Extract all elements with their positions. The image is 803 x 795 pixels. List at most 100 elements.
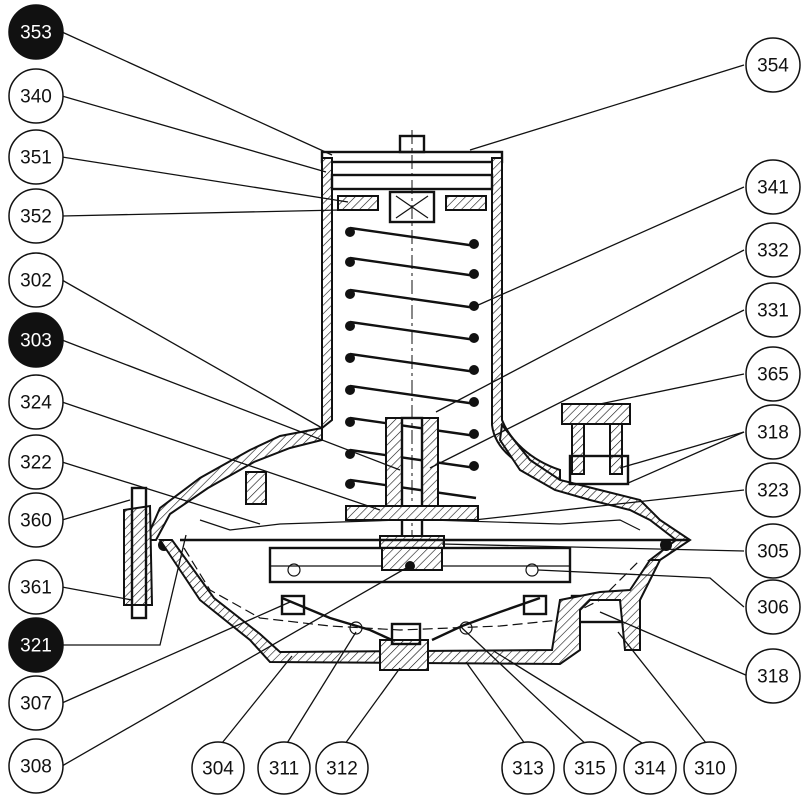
callout-331-label: 331: [757, 301, 789, 322]
leader-303: [61, 339, 401, 471]
callout-341-label: 341: [757, 178, 789, 199]
leader-354: [469, 64, 745, 151]
leader-324: [61, 401, 381, 511]
callout-312: 312: [315, 741, 369, 795]
callout-308: 308: [8, 738, 64, 794]
lower-body: [158, 539, 662, 671]
callout-361-label: 361: [20, 578, 52, 599]
callout-351-label: 351: [20, 148, 52, 169]
leader-318b: [599, 611, 749, 677]
leader-323: [473, 489, 745, 521]
callout-365: 365: [745, 346, 801, 402]
leader-360: [61, 499, 131, 521]
callout-315: 315: [563, 741, 617, 795]
callout-365-label: 365: [757, 365, 789, 386]
callout-324-label: 324: [20, 393, 52, 414]
leader-306: [537, 569, 745, 608]
upper-diaphragm-case: [123, 422, 692, 620]
leader-lines: [61, 31, 749, 767]
spring-housing: [320, 130, 561, 560]
callout-331: 331: [745, 282, 801, 338]
lever-linkage: [268, 546, 572, 642]
main-spring: [345, 226, 479, 500]
leader-314: [491, 649, 651, 749]
callouts: 353 340 351 352 302 303 324 322 360 361 …: [8, 4, 801, 795]
callout-304-label: 304: [202, 759, 234, 780]
callout-307-label: 307: [20, 694, 52, 715]
callout-310: 310: [683, 741, 737, 795]
callout-306: 306: [745, 579, 801, 635]
leader-331: [429, 309, 745, 469]
leader-351: [61, 156, 349, 203]
callout-305-label: 305: [757, 542, 789, 563]
callout-318-upper: 318: [745, 404, 801, 460]
callout-323: 323: [745, 462, 801, 518]
leader-341: [475, 186, 745, 307]
leader-308: [61, 566, 409, 767]
leader-302: [61, 279, 323, 429]
callout-312-label: 312: [326, 759, 358, 780]
callout-308-label: 308: [20, 757, 52, 778]
leader-311: [283, 631, 357, 749]
callout-313: 313: [501, 741, 555, 795]
leader-321: [62, 534, 187, 646]
leader-318a-2: [625, 431, 745, 485]
callout-323-label: 323: [757, 481, 789, 502]
callout-341: 341: [745, 159, 801, 215]
callout-313-label: 313: [512, 759, 544, 780]
callout-306-label: 306: [757, 598, 789, 619]
callout-360-label: 360: [20, 511, 52, 532]
callout-303: 303: [8, 312, 64, 368]
callout-360: 360: [8, 492, 64, 548]
callout-314: 314: [623, 741, 677, 795]
leader-307: [61, 601, 291, 704]
callout-340: 340: [8, 68, 64, 124]
callout-302-label: 302: [20, 271, 52, 292]
leader-312: [341, 667, 401, 749]
callout-307: 307: [8, 675, 64, 731]
callout-352-label: 352: [20, 207, 52, 228]
callout-322: 322: [8, 434, 64, 490]
callout-351: 351: [8, 129, 64, 185]
callout-304: 304: [191, 741, 245, 795]
callout-305: 305: [745, 523, 801, 579]
leader-332: [435, 249, 745, 413]
regulator-drawing: [123, 130, 692, 671]
callout-318-lower: 318: [745, 648, 801, 704]
callout-311: 311: [257, 741, 311, 795]
callout-318-lower-label: 318: [757, 667, 789, 688]
callout-354-label: 354: [757, 56, 789, 77]
leader-353: [61, 31, 333, 156]
callout-322-label: 322: [20, 453, 52, 474]
callout-310-label: 310: [694, 759, 726, 780]
leader-365: [599, 373, 745, 405]
callout-352: 352: [8, 188, 64, 244]
leader-304: [217, 655, 293, 749]
callout-311-label: 311: [269, 759, 299, 780]
callout-321: 321: [8, 617, 64, 673]
callout-315-label: 315: [574, 759, 606, 780]
leader-322: [61, 461, 261, 525]
callout-332: 332: [745, 222, 801, 278]
callout-302: 302: [8, 252, 64, 308]
callout-303-label: 303: [20, 331, 52, 352]
relief-valve: [561, 403, 632, 624]
callout-361: 361: [8, 559, 64, 615]
callout-332-label: 332: [757, 241, 789, 262]
callout-353-label: 353: [20, 23, 52, 44]
callout-314-label: 314: [634, 759, 666, 780]
leader-305: [441, 543, 745, 552]
leader-310: [617, 631, 711, 749]
callout-321-label: 321: [20, 636, 52, 657]
leader-352: [61, 209, 341, 217]
callout-340-label: 340: [20, 87, 52, 108]
leader-315: [461, 627, 591, 749]
callout-318-upper-label: 318: [757, 423, 789, 444]
leader-340: [61, 95, 327, 173]
callout-354: 354: [745, 37, 801, 93]
leader-361: [61, 586, 133, 601]
leader-313: [465, 661, 529, 749]
callout-353: 353: [8, 4, 64, 60]
callout-324: 324: [8, 374, 64, 430]
